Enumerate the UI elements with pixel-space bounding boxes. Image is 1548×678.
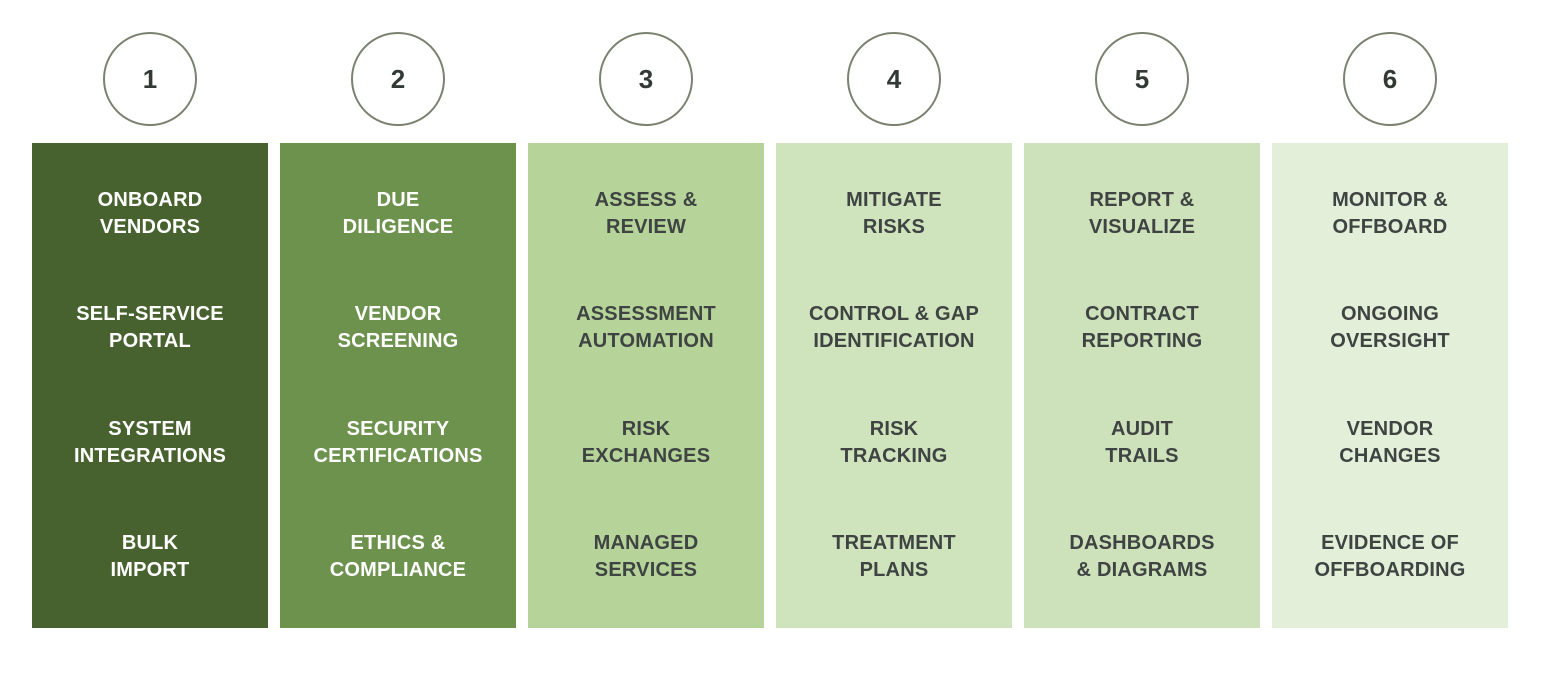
column-report-visualize: REPORT & VISUALIZE CONTRACT REPORTING AU… bbox=[1024, 143, 1260, 628]
step-4-number: 4 bbox=[886, 63, 902, 94]
column-item: RISK EXCHANGES bbox=[581, 417, 711, 467]
step-2-circle: 2 bbox=[351, 32, 445, 126]
step-circles-row: 1 2 3 4 5 6 bbox=[32, 30, 1508, 143]
step-circle-cell: 3 bbox=[528, 30, 764, 128]
column-item: ASSESS & REVIEW bbox=[594, 189, 698, 239]
column-item: SYSTEM INTEGRATIONS bbox=[73, 417, 227, 467]
column-item: CONTRACT REPORTING bbox=[1081, 303, 1203, 353]
column-due-diligence: DUE DILIGENCE VENDOR SCREENING SECURITY … bbox=[280, 143, 516, 628]
step-columns-row: ONBOARD VENDORS SELF-SERVICE PORTAL SYST… bbox=[32, 143, 1508, 628]
column-item: MITIGATE RISKS bbox=[846, 189, 942, 239]
column-item: CONTROL & GAP IDENTIFICATION bbox=[808, 303, 979, 353]
column-assess-review: ASSESS & REVIEW ASSESSMENT AUTOMATION RI… bbox=[528, 143, 764, 628]
step-2-number: 2 bbox=[390, 63, 406, 94]
step-4-circle: 4 bbox=[847, 32, 941, 126]
column-onboard-vendors: ONBOARD VENDORS SELF-SERVICE PORTAL SYST… bbox=[32, 143, 268, 628]
step-circle-cell: 1 bbox=[32, 30, 268, 128]
column-item: TREATMENT PLANS bbox=[832, 531, 956, 581]
column-item: DUE DILIGENCE bbox=[342, 189, 454, 239]
step-circle-cell: 5 bbox=[1024, 30, 1260, 128]
column-item: VENDOR CHANGES bbox=[1339, 417, 1441, 467]
step-circle-cell: 6 bbox=[1272, 30, 1508, 128]
step-5-circle: 5 bbox=[1095, 32, 1189, 126]
column-item: RISK TRACKING bbox=[840, 417, 948, 467]
step-6-circle: 6 bbox=[1343, 32, 1437, 126]
step-1-number: 1 bbox=[142, 63, 158, 94]
column-item: VENDOR SCREENING bbox=[337, 303, 459, 353]
column-item: SELF-SERVICE PORTAL bbox=[76, 303, 224, 353]
step-circle-cell: 2 bbox=[280, 30, 516, 128]
column-item: MANAGED SERVICES bbox=[593, 531, 699, 581]
column-mitigate-risks: MITIGATE RISKS CONTROL & GAP IDENTIFICAT… bbox=[776, 143, 1012, 628]
step-5-number: 5 bbox=[1134, 63, 1150, 94]
column-item: AUDIT TRAILS bbox=[1105, 417, 1179, 467]
step-3-circle: 3 bbox=[599, 32, 693, 126]
column-item: MONITOR & OFFBOARD bbox=[1332, 189, 1448, 239]
step-circle-cell: 4 bbox=[776, 30, 1012, 128]
step-6-number: 6 bbox=[1382, 63, 1398, 94]
step-3-number: 3 bbox=[638, 63, 654, 94]
column-item: DASHBOARDS & DIAGRAMS bbox=[1069, 531, 1215, 581]
column-item: EVIDENCE OF OFFBOARDING bbox=[1314, 531, 1466, 581]
column-item: ONGOING OVERSIGHT bbox=[1330, 303, 1450, 353]
column-item: SECURITY CERTIFICATIONS bbox=[313, 417, 483, 467]
column-item: ASSESSMENT AUTOMATION bbox=[576, 303, 716, 353]
step-1-circle: 1 bbox=[103, 32, 197, 126]
column-item: ONBOARD VENDORS bbox=[97, 189, 203, 239]
column-monitor-offboard: MONITOR & OFFBOARD ONGOING OVERSIGHT VEN… bbox=[1272, 143, 1508, 628]
column-item: ETHICS & COMPLIANCE bbox=[329, 531, 467, 581]
column-item: REPORT & VISUALIZE bbox=[1088, 189, 1196, 239]
column-item: BULK IMPORT bbox=[110, 531, 190, 581]
